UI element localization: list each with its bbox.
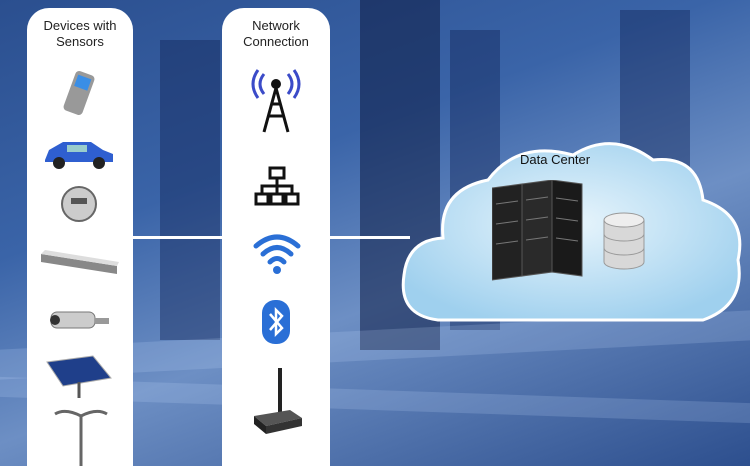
devices-title-1: Devices with	[43, 18, 117, 33]
connector-devices-network	[133, 236, 223, 239]
network-title-2: Connection	[243, 34, 309, 49]
cell-tower-icon	[251, 69, 301, 133]
network-lan-icon	[254, 166, 300, 206]
wireless-router-icon	[254, 368, 302, 434]
smart-meter-icon	[61, 186, 97, 222]
wifi-icon	[253, 234, 301, 274]
light-fixture-icon	[41, 250, 119, 274]
network-panel: Network Connection	[222, 8, 330, 466]
database-icon	[603, 212, 645, 270]
devices-title-2: Sensors	[56, 34, 104, 49]
security-camera-icon	[50, 311, 109, 329]
solar-panel-icon	[46, 355, 112, 398]
connector-network-cloud	[330, 236, 410, 239]
bluetooth-icon	[262, 300, 290, 344]
street-light-icon	[54, 409, 108, 466]
data-center-title: Data Center	[520, 152, 591, 167]
car-icon	[45, 142, 113, 169]
devices-panel: Devices with Sensors	[27, 8, 133, 466]
mobile-phone-icon	[63, 70, 95, 116]
server-rack-icon	[492, 180, 583, 281]
network-title-1: Network	[252, 18, 300, 33]
